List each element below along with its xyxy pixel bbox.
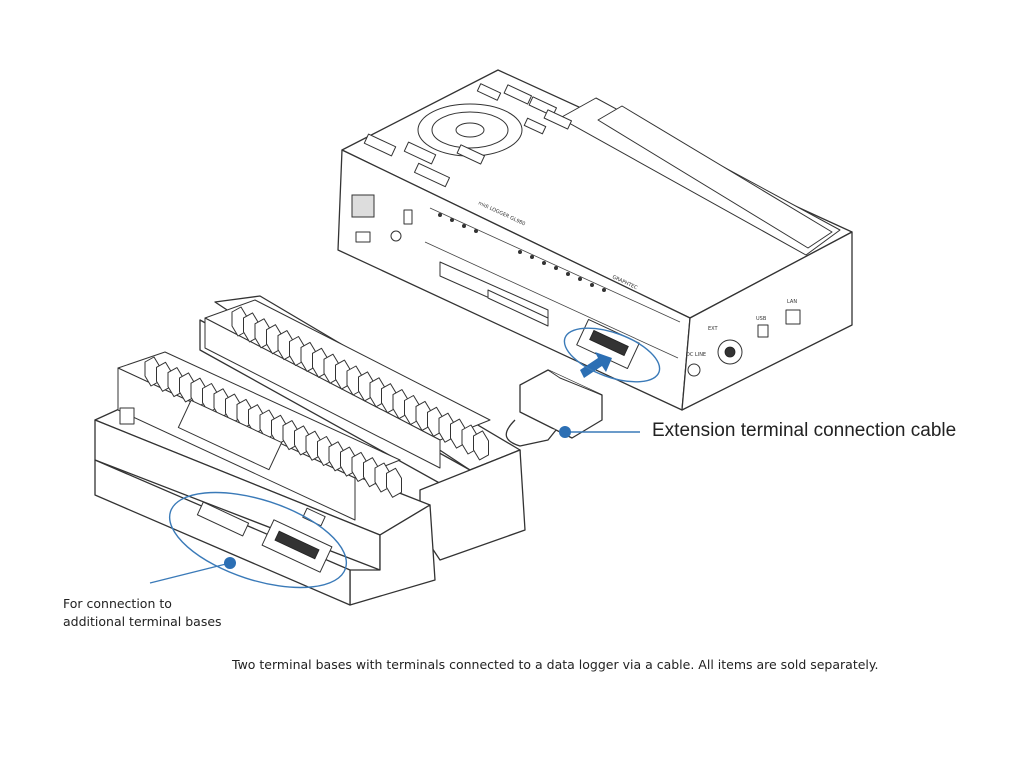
screw-terminal [386, 467, 402, 498]
connection-note: For connection to additional terminal ba… [63, 595, 283, 631]
callout-dot-cable [559, 426, 571, 438]
port-dc-label: DC LINE [686, 352, 706, 358]
port-lan-label: LAN [787, 299, 797, 305]
callout-graphics [149, 327, 661, 589]
connection-note-line2: additional terminal bases [63, 614, 222, 629]
terminal-bases [94, 295, 526, 606]
extension-cable [505, 369, 603, 447]
connection-note-line1: For connection to [63, 596, 172, 611]
port-ext-label: EXT [708, 326, 718, 332]
right-side-ports: EXT USB LAN DC LINE [576, 299, 801, 377]
screw-row-back [231, 306, 489, 461]
insertion-arrow-icon [580, 352, 612, 378]
screw-terminal [473, 430, 489, 461]
port-usb-label: USB [756, 316, 767, 322]
callout-dot-connection [224, 557, 236, 569]
figure-caption: Two terminal bases with terminals connec… [232, 657, 879, 672]
data-logger-device: EXT USB LAN DC LINE GRAPHTEC midi LOGGER… [337, 69, 853, 411]
extension-cable-label: Extension terminal connection cable [652, 420, 957, 441]
screw-row-front [144, 356, 402, 498]
